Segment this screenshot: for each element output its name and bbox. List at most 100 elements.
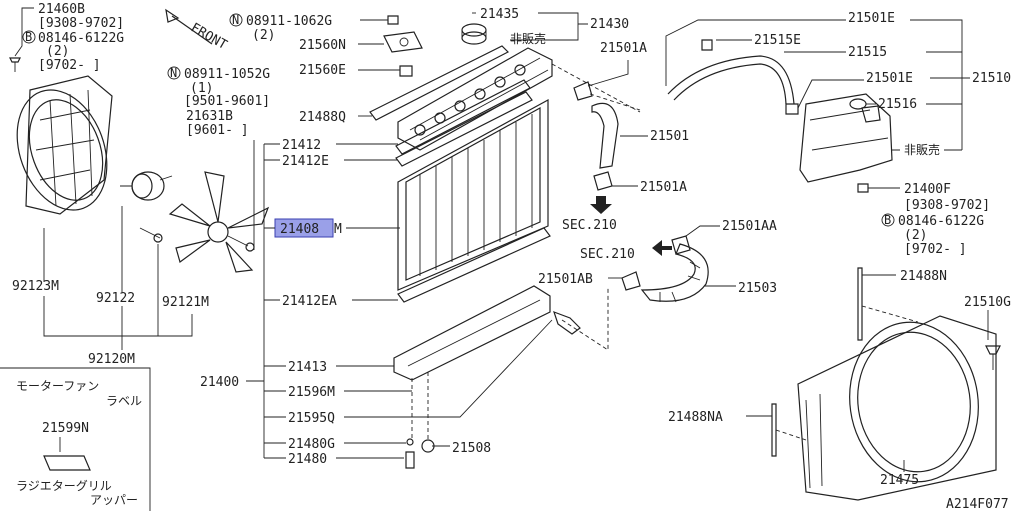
label-21412E[interactable]: 21412E [282, 154, 329, 169]
label-21460B[interactable]: 21460B [38, 2, 85, 17]
clip-21501AA-drawing[interactable] [671, 235, 691, 255]
nut-08911-1062G-drawing[interactable] [387, 15, 399, 25]
label-21400F[interactable]: 21400F [904, 182, 951, 197]
fan-blade-drawing[interactable] [168, 171, 270, 273]
label-21480G[interactable]: 21480G [288, 437, 335, 452]
label-21400[interactable]: 21400 [200, 375, 239, 390]
seal-21488Q-drawing[interactable] [369, 45, 510, 121]
label-21460B-date: [9308-9702] [38, 16, 124, 31]
label-92121M[interactable]: 92121M [162, 295, 209, 310]
svg-text:N: N [170, 66, 177, 80]
label-08911-1062G[interactable]: 08911-1062G [246, 14, 332, 29]
label-21560N[interactable]: 21560N [299, 38, 346, 53]
bolt-21400F-drawing[interactable] [857, 183, 900, 193]
clip-21501A-top-drawing[interactable] [573, 81, 593, 101]
label-21501AA[interactable]: 21501AA [722, 219, 777, 234]
label-21508[interactable]: 21508 [452, 441, 491, 456]
clip-21501A-mid-drawing[interactable] [593, 171, 613, 191]
label-92122[interactable]: 92122 [96, 291, 135, 306]
circle-N-icon-a: N [229, 13, 243, 27]
label-21503[interactable]: 21503 [738, 281, 777, 296]
circle-N-icon-b: N [167, 66, 181, 80]
label-21501E-top[interactable]: 21501E [848, 11, 895, 26]
seal-21412E-drawing[interactable] [395, 91, 533, 167]
svg-text:B: B [884, 213, 891, 227]
clip-21501E-mid-drawing[interactable] [785, 103, 799, 115]
label-21488N[interactable]: 21488N [900, 269, 947, 284]
label-21475[interactable]: 21475 [880, 473, 919, 488]
label-21435[interactable]: 21435 [480, 7, 519, 22]
reservoir-cap-drawing[interactable] [849, 98, 867, 110]
label-08146-6122G-a-date: [9702- ] [38, 58, 101, 73]
radiator-upper-tank-drawing[interactable] [397, 47, 553, 151]
radiator-shroud-drawing[interactable] [797, 314, 997, 501]
label-08146-6122G-b-qty: (2) [904, 228, 927, 243]
label-21501A-mid[interactable]: 21501A [640, 180, 687, 195]
label-08146-6122G-a[interactable]: 08146-6122G [38, 31, 124, 46]
label-21412[interactable]: 21412 [282, 138, 321, 153]
lower-hose-21503-drawing[interactable] [640, 243, 709, 303]
label-21596M[interactable]: 21596M [288, 385, 335, 400]
seal-21488N-drawing[interactable] [857, 267, 863, 341]
fan-motor-drawing[interactable] [120, 171, 173, 201]
radiator-lower-tank-drawing[interactable] [393, 285, 551, 381]
label-21595Q[interactable]: 21595Q [288, 411, 335, 426]
seal-21412-drawing[interactable] [395, 79, 531, 155]
label-21430[interactable]: 21430 [590, 17, 629, 32]
front-arrow-icon [165, 8, 213, 45]
label-92120M[interactable]: 92120M [88, 352, 135, 367]
nut-21560E-drawing[interactable] [399, 65, 413, 77]
label-21488Q[interactable]: 21488Q [299, 110, 346, 125]
label-92123M[interactable]: 92123M [12, 279, 59, 294]
upper-hose-21501-drawing[interactable] [591, 102, 619, 169]
label-21408-suffix: M [334, 222, 342, 237]
label-21408-number[interactable]: 21408 [280, 222, 319, 237]
arrow-down-icon-sec210 [590, 196, 612, 214]
label-08911-1062G-qty: (2) [252, 28, 275, 43]
label-21412EA[interactable]: 21412EA [282, 294, 337, 309]
label-21501[interactable]: 21501 [650, 129, 689, 144]
label-21480[interactable]: 21480 [288, 452, 327, 467]
label-21599N[interactable]: 21599N [42, 421, 89, 436]
label-21501AB[interactable]: 21501AB [538, 272, 593, 287]
label-21515E[interactable]: 21515E [754, 33, 801, 48]
clip-21501AB-drawing[interactable] [621, 271, 641, 291]
label-08146-6122G-b-date: [9702- ] [904, 242, 967, 257]
label-21510G[interactable]: 21510G [964, 295, 1011, 310]
label-08146-6122G-b[interactable]: 08146-6122G [898, 214, 984, 229]
section-ref-sec210-b[interactable]: SEC.210 [580, 247, 635, 262]
label-21501A-top[interactable]: 21501A [600, 41, 647, 56]
radiator-core-drawing[interactable] [397, 98, 549, 291]
label-21501E-mid[interactable]: 21501E [866, 71, 913, 86]
clip-21515E-drawing[interactable] [701, 39, 713, 51]
seal-21412EA-drawing[interactable] [397, 227, 551, 303]
motor-fan-label-box [0, 367, 151, 511]
bracket-21560N-drawing[interactable] [383, 31, 423, 53]
grille-label-text-2: アッパー [90, 493, 138, 507]
label-08146-6122G-a-qty: (2) [46, 44, 69, 59]
label-21631B-date: [9601- ] [186, 123, 249, 138]
hose-21515-drawing[interactable] [667, 55, 795, 105]
label-21515[interactable]: 21515 [848, 45, 887, 60]
label-21413[interactable]: 21413 [288, 360, 327, 375]
bolt-21510G-drawing[interactable] [985, 345, 1001, 370]
label-21631B[interactable]: 21631B [186, 109, 233, 124]
drain-plug-drawing[interactable] [405, 438, 435, 469]
label-21488NA[interactable]: 21488NA [668, 410, 723, 425]
drain-cock-drawing[interactable] [553, 310, 581, 335]
reservoir-tank-drawing[interactable] [799, 93, 893, 183]
label-21516[interactable]: 21516 [878, 97, 917, 112]
fan-shroud-drawing[interactable] [1, 75, 122, 223]
radiator-cap-drawing[interactable] [461, 23, 487, 45]
grille-label-text-1: ラジエターグリル [16, 479, 112, 493]
label-21560E[interactable]: 21560E [299, 63, 346, 78]
svg-text:N: N [232, 13, 239, 27]
label-21510[interactable]: 21510 [972, 71, 1011, 86]
label-08911-1052G[interactable]: 08911-1052G [184, 67, 270, 82]
seal-21488NA-drawing[interactable] [771, 403, 777, 457]
screw-icon-21460B [9, 57, 21, 72]
bolt-icon-fan-motor [139, 227, 163, 243]
section-ref-sec210-a[interactable]: SEC.210 [562, 218, 617, 233]
circle-B-icon-b: B [881, 213, 895, 227]
